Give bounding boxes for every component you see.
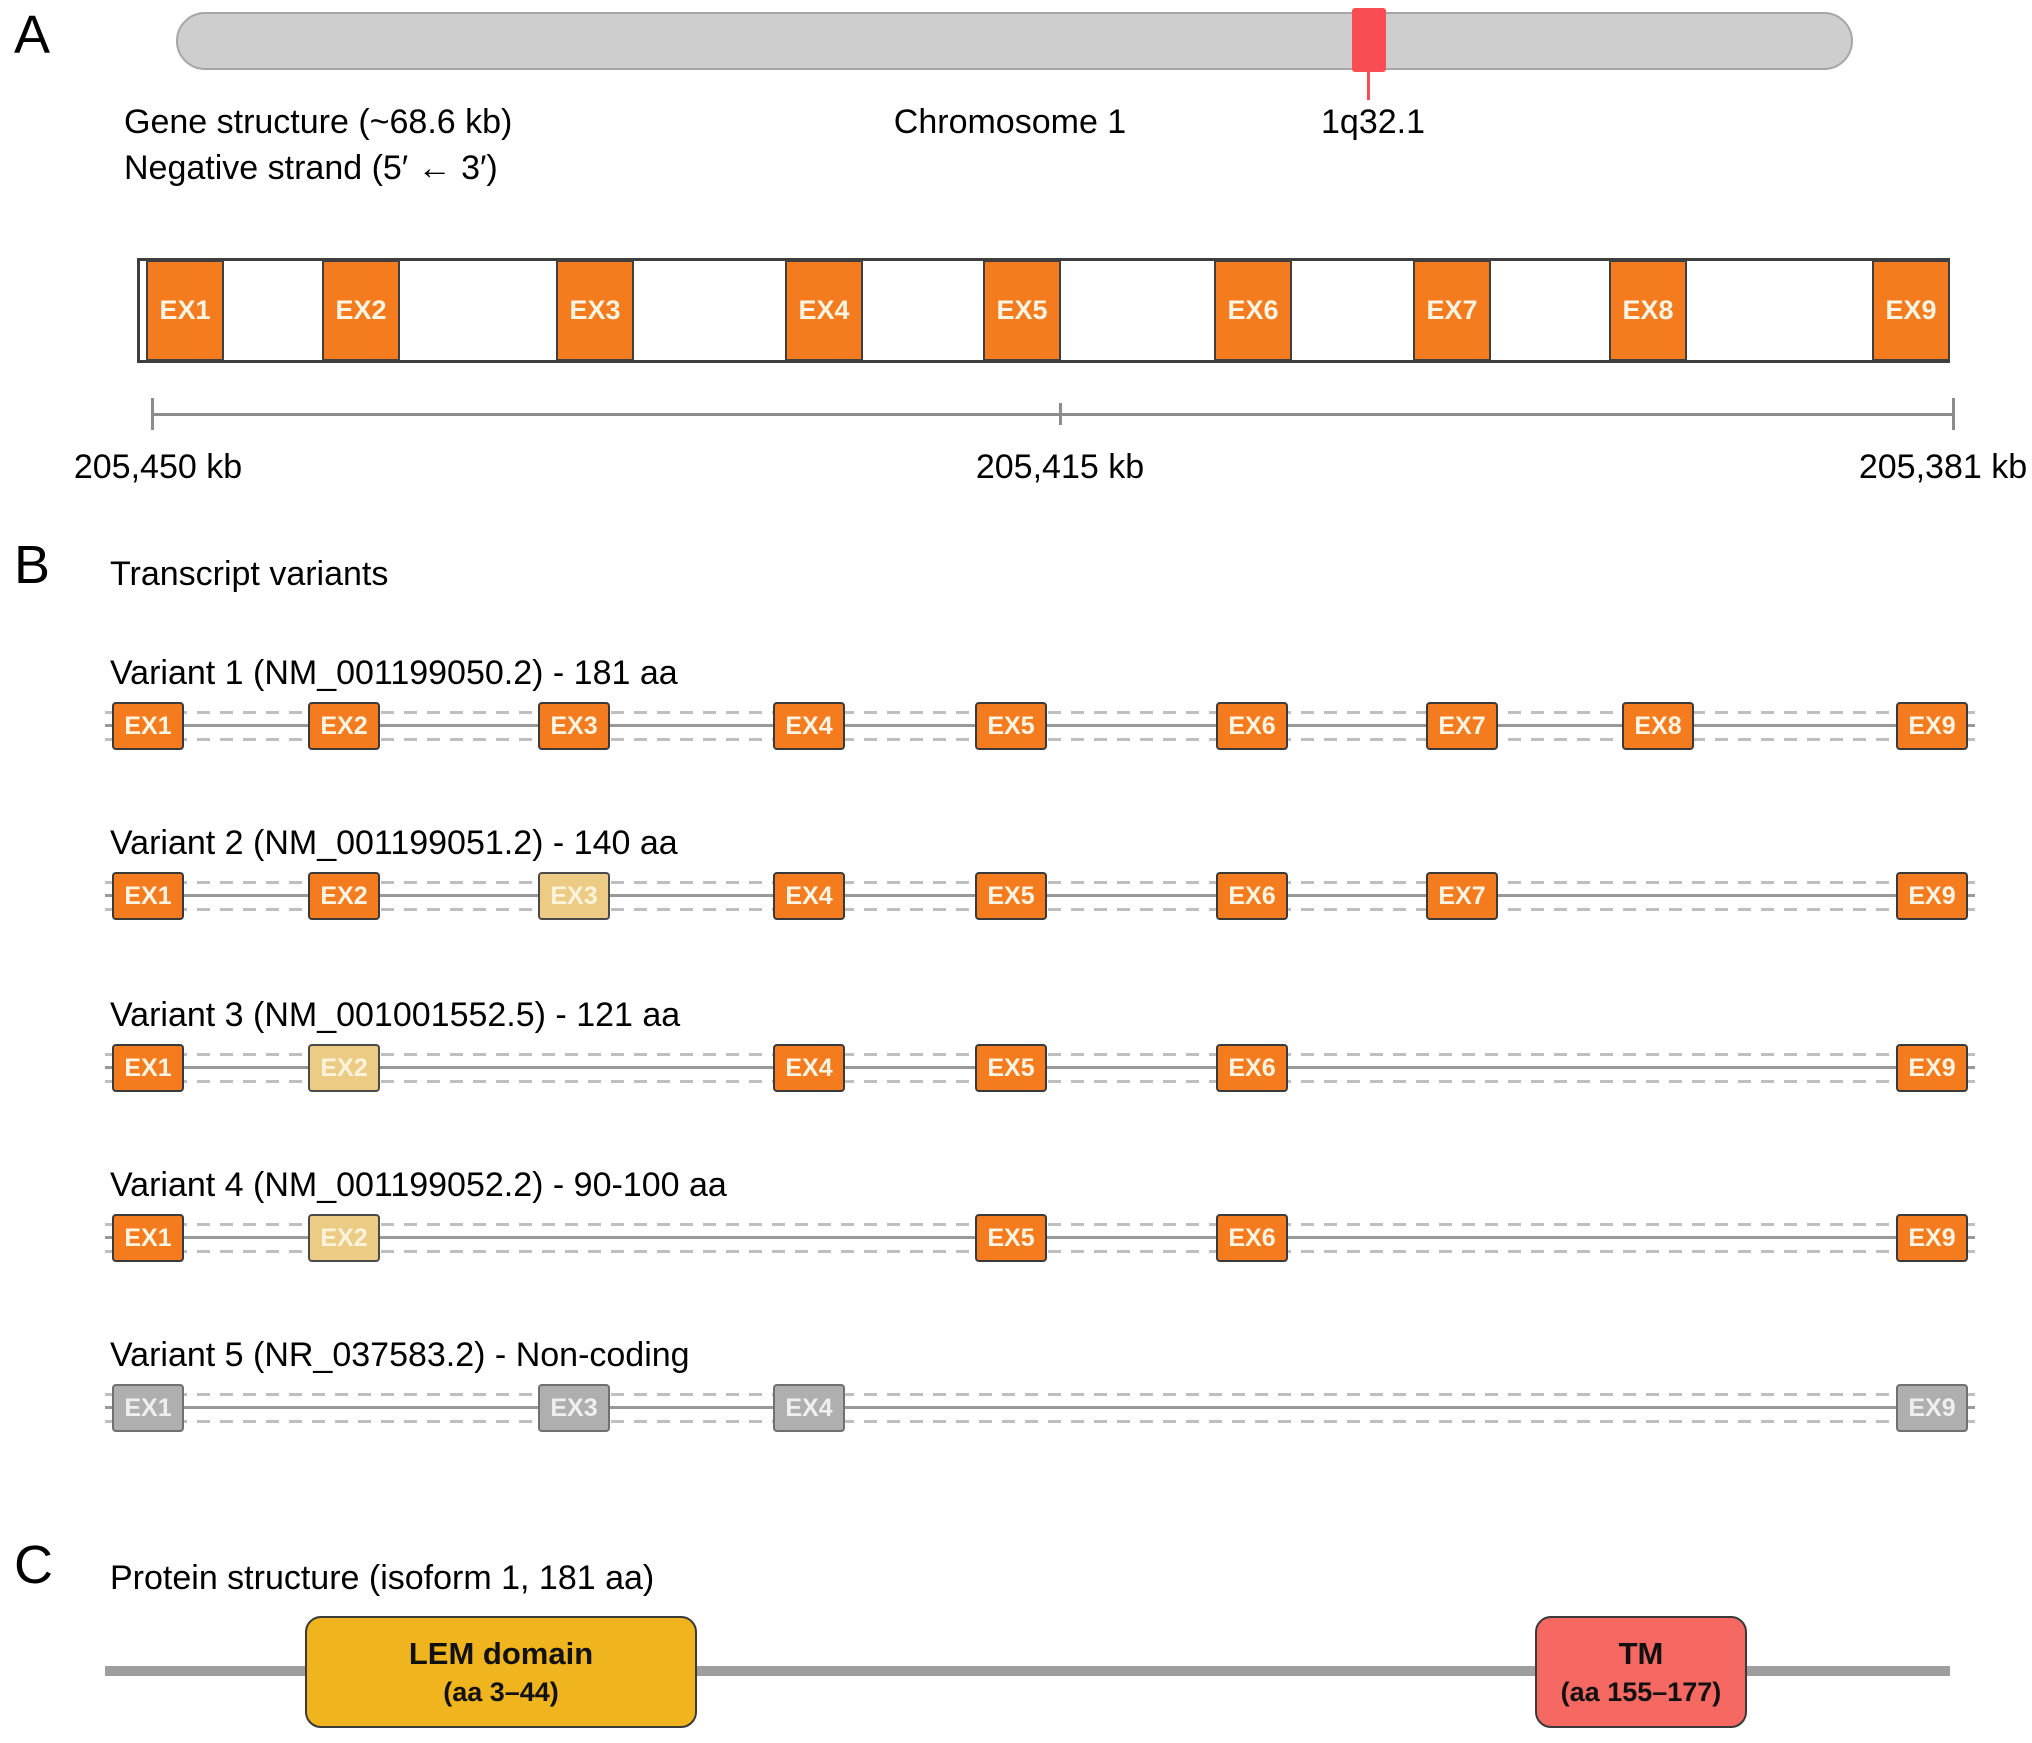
exon-box-ex1: EX1 [112, 1384, 184, 1432]
exon-box-ex5: EX5 [975, 1044, 1047, 1092]
transcript-variants-title: Transcript variants [110, 555, 389, 593]
gene-exon-block-ex3: EX3 [556, 260, 634, 361]
gene-exon-block-ex2: EX2 [322, 260, 400, 361]
gene-exon-block-ex6: EX6 [1214, 260, 1292, 361]
exon-box-ex4: EX4 [773, 872, 845, 920]
domain-name: TM [1618, 1636, 1664, 1671]
panel-a-label: A [14, 5, 51, 65]
protein-structure-title: Protein structure (isoform 1, 181 aa) [110, 1559, 655, 1597]
exon-box-ex4: EX4 [773, 1384, 845, 1432]
exon-box-ex9: EX9 [1896, 1214, 1968, 1262]
exon-box-ex4: EX4 [773, 1044, 845, 1092]
exon-box-ex1: EX1 [112, 1044, 184, 1092]
gene-exon-block-ex1: EX1 [146, 260, 224, 361]
band-pointer-line [1367, 72, 1370, 100]
band-label: 1q32.1 [1321, 103, 1425, 141]
exon-box-ex3: EX3 [538, 702, 610, 750]
scale-line [152, 413, 1953, 416]
exon-box-ex6: EX6 [1216, 1214, 1288, 1262]
gene-structure-caption-line2: Negative strand (5′ ← 3′) [124, 149, 498, 187]
chromosome-ideogram [176, 12, 1853, 70]
protein-domain-tm: TM (aa 155–177) [1535, 1616, 1747, 1728]
exon-box-ex5: EX5 [975, 702, 1047, 750]
exon-box-ex9: EX9 [1896, 1044, 1968, 1092]
exon-box-ex3: EX3 [538, 872, 610, 920]
exon-box-ex3: EX3 [538, 1384, 610, 1432]
protein-domain-lem-domain: LEM domain (aa 3–44) [305, 1616, 697, 1728]
exon-box-ex8: EX8 [1622, 702, 1694, 750]
exon-box-ex2: EX2 [308, 1044, 380, 1092]
panel-b-label: B [14, 535, 51, 595]
scale-label: 205,381 kb [1858, 448, 2028, 486]
gene-exon-block-ex7: EX7 [1413, 260, 1491, 361]
gene-exon-block-ex5: EX5 [983, 260, 1061, 361]
protein-backbone [105, 1666, 1950, 1676]
exon-box-ex1: EX1 [112, 702, 184, 750]
transcript-track [105, 1384, 1975, 1432]
scale-label: 205,450 kb [73, 448, 243, 486]
scale-tick [151, 398, 154, 430]
exon-box-ex2: EX2 [308, 1214, 380, 1262]
exon-box-ex1: EX1 [112, 1214, 184, 1262]
exon-box-ex2: EX2 [308, 702, 380, 750]
scale-tick [1952, 398, 1955, 430]
gene-structure-caption-line1: Gene structure (~68.6 kb) [124, 103, 513, 141]
track-solid-line [105, 1406, 1975, 1409]
exon-box-ex5: EX5 [975, 1214, 1047, 1262]
scale-tick [1059, 403, 1062, 425]
exon-box-ex5: EX5 [975, 872, 1047, 920]
gene-exon-block-ex8: EX8 [1609, 260, 1687, 361]
track-dashed-line-top [105, 1393, 1975, 1396]
exon-box-ex1: EX1 [112, 872, 184, 920]
exon-box-ex2: EX2 [308, 872, 380, 920]
scale-label: 205,415 kb [975, 448, 1145, 486]
exon-box-ex9: EX9 [1896, 1384, 1968, 1432]
variant-title: Variant 5 (NR_037583.2) - Non-coding [110, 1336, 690, 1374]
exon-box-ex7: EX7 [1426, 702, 1498, 750]
exon-box-ex6: EX6 [1216, 702, 1288, 750]
chromosome-label: Chromosome 1 [893, 103, 1127, 141]
domain-range: (aa 3–44) [443, 1677, 559, 1707]
exon-box-ex6: EX6 [1216, 872, 1288, 920]
variant-title: Variant 3 (NM_001001552.5) - 121 aa [110, 996, 681, 1034]
track-dashed-line-bottom [105, 1420, 1975, 1423]
exon-box-ex7: EX7 [1426, 872, 1498, 920]
domain-name: LEM domain [408, 1636, 594, 1671]
variant-title: Variant 2 (NM_001199051.2) - 140 aa [110, 824, 678, 862]
domain-range: (aa 155–177) [1560, 1677, 1722, 1707]
variant-title: Variant 4 (NM_001199052.2) - 90-100 aa [110, 1166, 727, 1204]
exon-box-ex9: EX9 [1896, 702, 1968, 750]
panel-c-label: C [14, 1535, 53, 1595]
chromosome-band-1q32-1 [1352, 8, 1386, 72]
exon-box-ex6: EX6 [1216, 1044, 1288, 1092]
exon-box-ex9: EX9 [1896, 872, 1968, 920]
variant-title: Variant 1 (NM_001199050.2) - 181 aa [110, 654, 678, 692]
gene-exon-block-ex9: EX9 [1872, 260, 1950, 361]
gene-exon-block-ex4: EX4 [785, 260, 863, 361]
exon-box-ex4: EX4 [773, 702, 845, 750]
